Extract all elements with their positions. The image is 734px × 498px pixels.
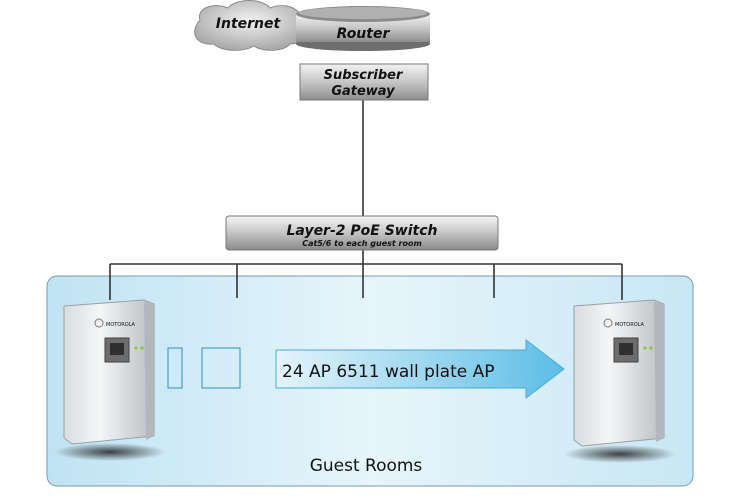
- internet-label: Internet: [216, 16, 282, 32]
- subscriber-gateway-node: Subscriber Gateway: [299, 63, 429, 101]
- placeholder-box-square: [201, 347, 241, 389]
- gateway-label-line1: Subscriber: [324, 68, 404, 83]
- brand-logo-icon: [94, 318, 104, 328]
- connection-lines: [109, 100, 623, 300]
- ap-brand-right: MOTOROLA: [615, 322, 645, 328]
- switch-subtitle: Cat5/6 to each guest room: [302, 239, 422, 248]
- guest-rooms-label: Guest Rooms: [310, 456, 423, 476]
- router-node: Router: [296, 6, 430, 51]
- switch-title: Layer-2 PoE Switch: [287, 223, 438, 239]
- gateway-label-line2: Gateway: [331, 84, 395, 99]
- internet-cloud: Internet: [194, 0, 307, 51]
- ap-count-label: 24 AP 6511 wall plate AP: [282, 362, 495, 382]
- wall-plate-ap-right: MOTOROLA: [564, 299, 676, 463]
- wall-plate-ap-left: MOTOROLA: [54, 299, 166, 461]
- poe-switch-node: Layer-2 PoE Switch Cat5/6 to each guest …: [225, 215, 499, 251]
- ap-brand-left: MOTOROLA: [106, 322, 136, 328]
- router-label: Router: [337, 26, 391, 42]
- brand-logo-icon: [603, 318, 613, 328]
- placeholder-box-small: [167, 347, 183, 389]
- ap-count-arrow: 24 AP 6511 wall plate AP: [275, 338, 565, 400]
